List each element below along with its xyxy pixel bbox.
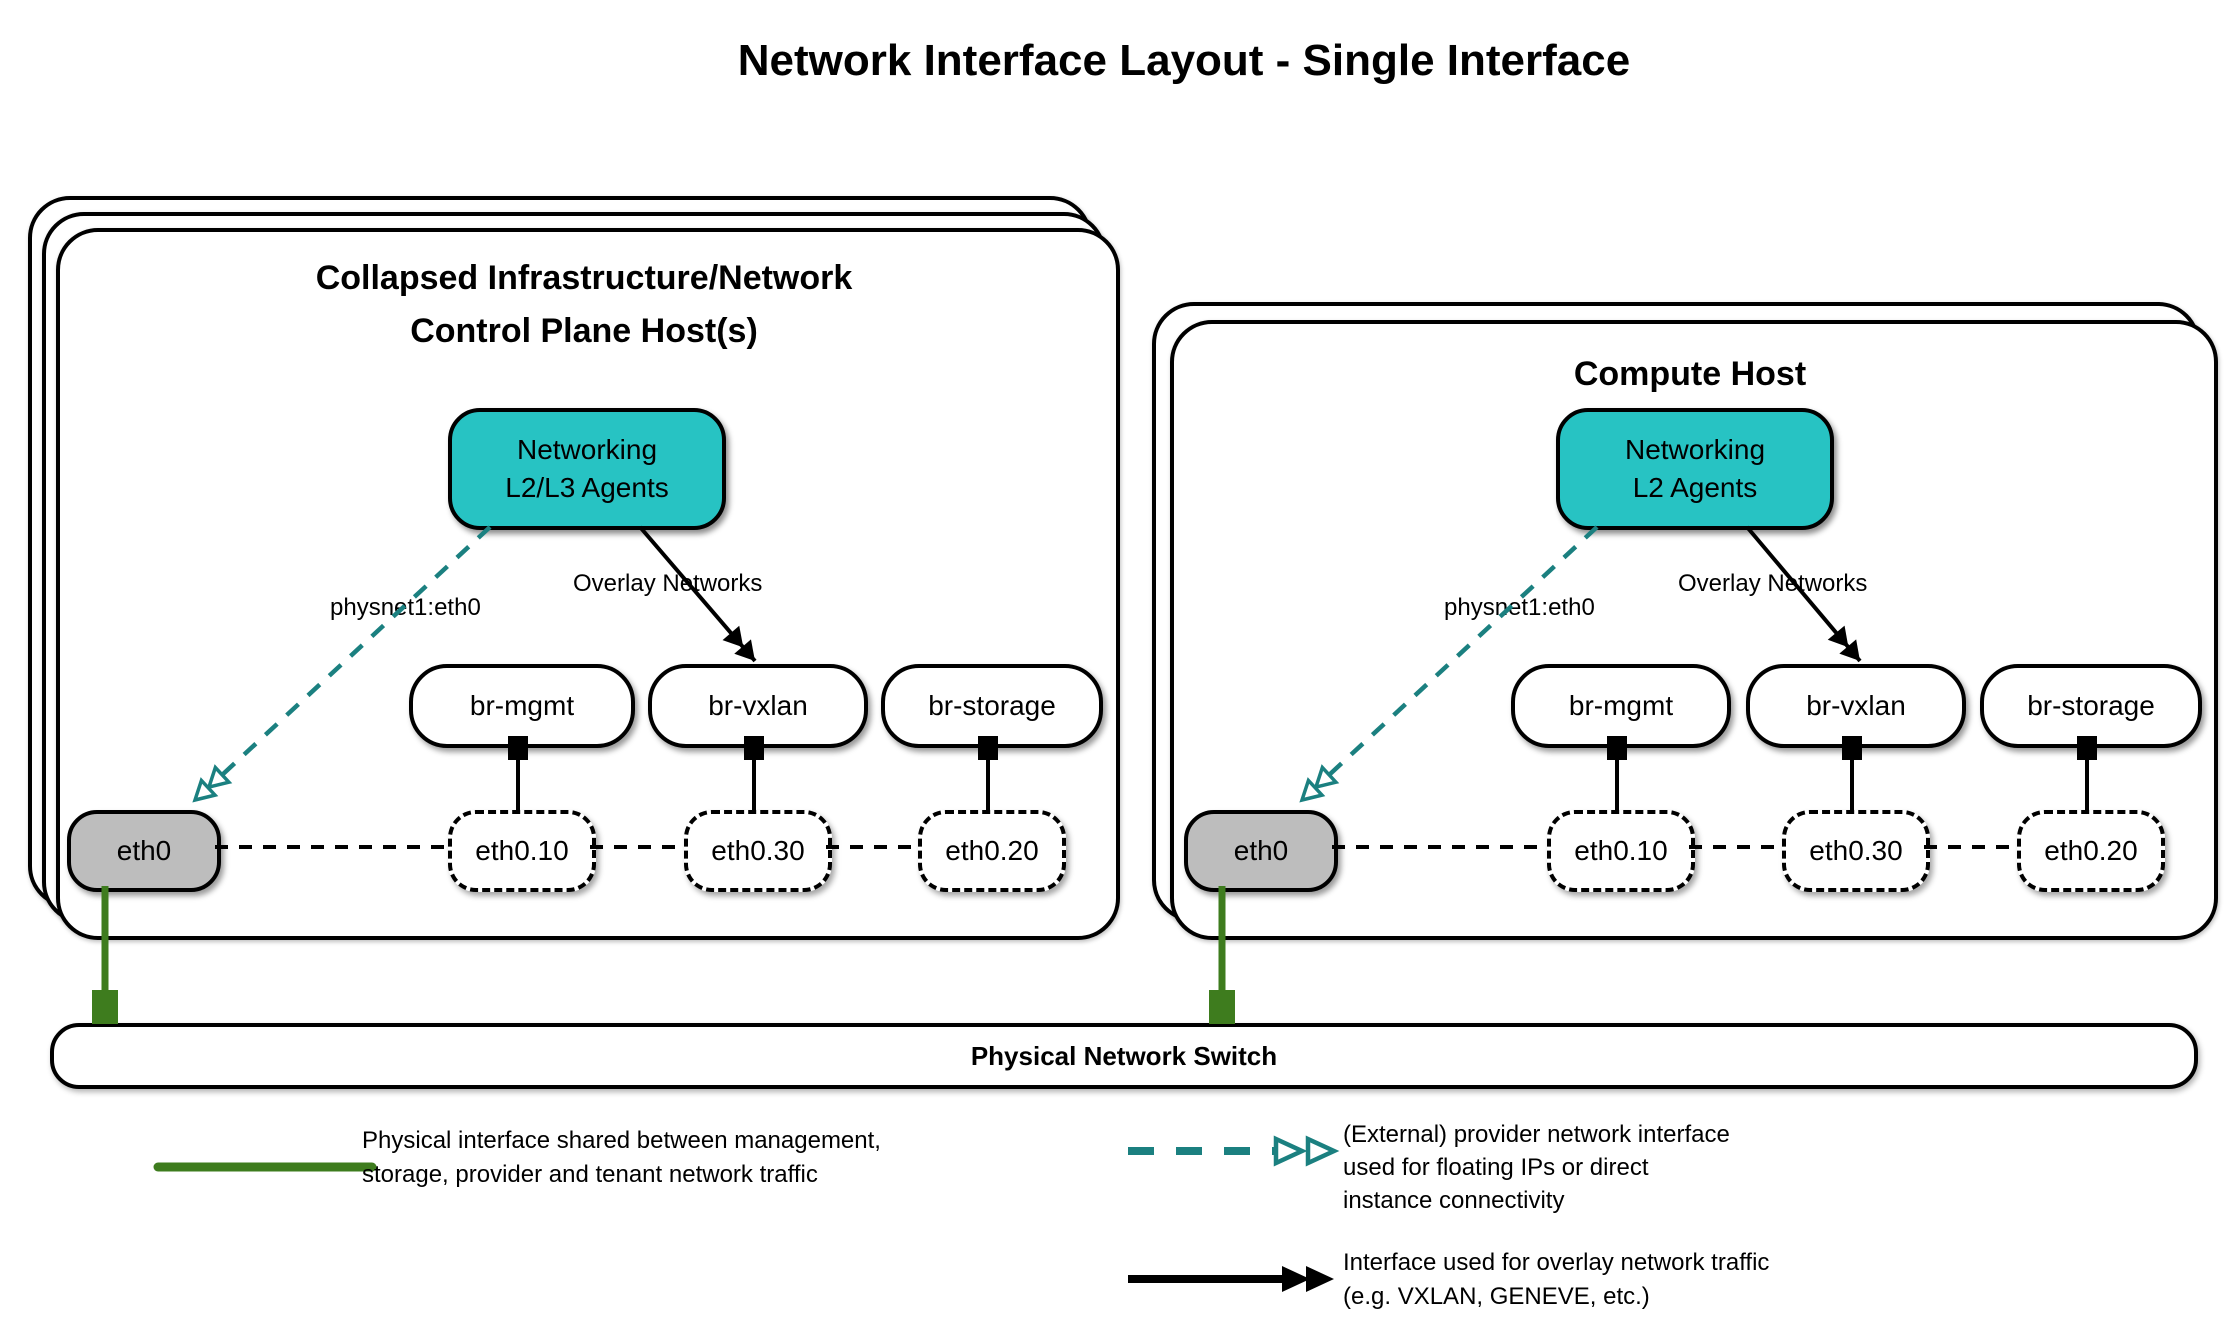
compute-vlan-eth0-10: eth0.10 [1547, 810, 1695, 892]
agent-label-line1: Networking [516, 434, 658, 465]
page-title: Network Interface Layout - Single Interf… [737, 36, 1631, 85]
legend-physical-line2: storage, provider and tenant network tra… [362, 1161, 818, 1188]
compute-vlan-eth0-30: eth0.30 [1782, 810, 1930, 892]
physical-switch-label: Physical Network Switch [970, 1040, 1278, 1071]
legend-overlay-arrow-symbol [1128, 1266, 1334, 1292]
legend-overlay-text: Interface used for overlay network traff… [1343, 1246, 1769, 1314]
control-host-title-line2: Control Plane Host(s) [410, 312, 758, 350]
legend-overlay-line2: (e.g. VXLAN, GENEVE, etc.) [1343, 1283, 1650, 1310]
control-eth0-node: eth0 [67, 810, 221, 892]
compute-host-title: Compute Host [1170, 348, 2210, 401]
compute-bridge-br-mgmt: br-mgmt [1511, 664, 1731, 748]
control-overlay-label: Overlay Networks [573, 570, 763, 597]
agent-label-line2: L2/L3 Agents [505, 472, 669, 503]
control-bridge-br-mgmt: br-mgmt [409, 664, 635, 748]
legend-physical-line1: Physical interface shared between manage… [362, 1127, 881, 1154]
legend-provider-line2: used for floating IPs or direct [1343, 1154, 1649, 1181]
legend-physical-text: Physical interface shared between manage… [362, 1124, 881, 1192]
legend-provider-arrow-symbol [1128, 1135, 1340, 1167]
control-host-title-line1: Collapsed Infrastructure/Network [315, 259, 853, 297]
compute-eth0-node: eth0 [1184, 810, 1338, 892]
compute-agent-box: Networking L2 Agents [1556, 408, 1834, 530]
control-host-title: Collapsed Infrastructure/Network Control… [56, 252, 1112, 358]
compute-bridge-br-storage: br-storage [1980, 664, 2202, 748]
compute-host-title-line1: Compute Host [1573, 355, 1807, 393]
legend-provider-text: (External) provider network interface us… [1343, 1118, 1730, 1217]
legend-physical-line-symbol [153, 1162, 377, 1172]
control-bridge-br-storage: br-storage [881, 664, 1103, 748]
control-vlan-eth0-10: eth0.10 [448, 810, 596, 892]
control-vlan-eth0-30: eth0.30 [684, 810, 832, 892]
compute-provider-label: physnet1:eth0 [1444, 594, 1595, 621]
agent-label-line1: Networking [1624, 434, 1766, 465]
compute-vlan-eth0-20: eth0.20 [2017, 810, 2165, 892]
legend-provider-line1: (External) provider network interface [1343, 1121, 1730, 1148]
legend-overlay-line1: Interface used for overlay network traff… [1343, 1249, 1770, 1276]
physical-uplink-ports [92, 990, 1235, 1024]
control-vlan-eth0-20: eth0.20 [918, 810, 1066, 892]
control-bridge-br-vxlan: br-vxlan [648, 664, 868, 748]
legend-provider-line3: instance connectivity [1343, 1187, 1565, 1214]
agent-label-line2: L2 Agents [1632, 472, 1758, 503]
compute-overlay-label: Overlay Networks [1678, 570, 1868, 597]
compute-bridge-br-vxlan: br-vxlan [1746, 664, 1966, 748]
control-provider-label: physnet1:eth0 [330, 594, 481, 621]
control-agent-box: Networking L2/L3 Agents [448, 408, 726, 530]
physical-switch: Physical Network Switch [50, 1023, 2198, 1089]
